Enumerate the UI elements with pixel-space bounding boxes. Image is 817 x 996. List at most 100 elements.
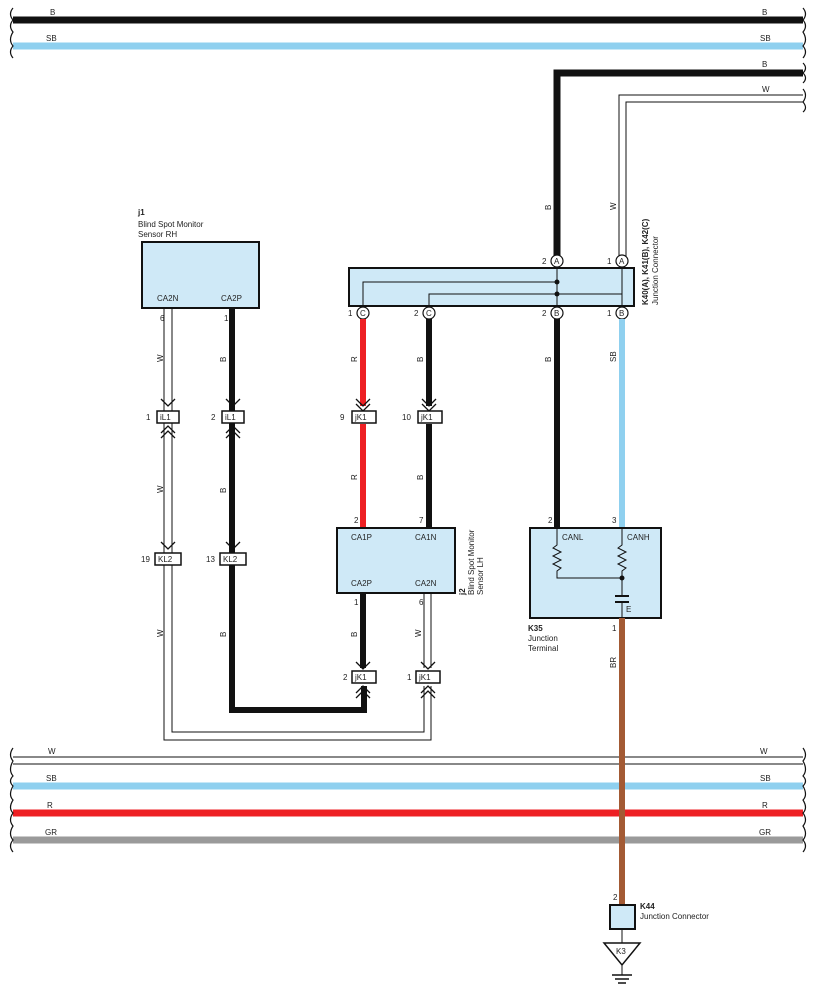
bus-break-left (9, 7, 14, 59)
can-feed-wires: B SB (544, 319, 625, 528)
svg-text:13: 13 (206, 555, 215, 564)
feed-break (802, 88, 807, 113)
junction-name: Junction Connector (651, 236, 660, 305)
bus-break-right (802, 7, 807, 59)
wire-label: R (350, 474, 359, 480)
svg-text:2: 2 (548, 516, 553, 525)
wire-label: B (219, 632, 228, 637)
svg-text:1: 1 (612, 624, 617, 633)
j1-pin-num: 6 (160, 314, 165, 323)
j2-sensor-lh: CA1P CA1N CA2P CA2N 2 7 1 6 j2 Blind Spo… (336, 516, 485, 607)
j2-name-line1: Blind Spot Monitor (467, 529, 476, 595)
svg-text:1: 1 (607, 309, 612, 318)
connector-kl2-left: KL2 19 (141, 541, 182, 566)
connector-kl2-right: KL2 13 (206, 541, 247, 566)
k35-name-line1: Junction (528, 634, 558, 643)
k35-junction-terminal: CANL CANH 2 3 E 1 K35 Junction Terminal (528, 516, 662, 653)
svg-text:jK1: jK1 (354, 413, 367, 422)
svg-text:6: 6 (419, 598, 424, 607)
wire-label: W (156, 629, 165, 637)
svg-text:7: 7 (419, 516, 424, 525)
j1-b-wire: B B B (219, 308, 367, 713)
svg-text:1: 1 (354, 598, 359, 607)
svg-text:1: 1 (407, 673, 412, 682)
j1-code: j1 (137, 208, 145, 217)
svg-text:CA1N: CA1N (415, 533, 437, 542)
svg-text:iL1: iL1 (225, 413, 236, 422)
junction-pin-circle (550, 254, 564, 268)
right-feeds: B W B W (544, 60, 807, 262)
svg-text:9: 9 (340, 413, 345, 422)
wire-label: B (544, 357, 553, 362)
connector-jk1-lower-left: jK1 2 (343, 661, 377, 699)
k35-code: K35 (528, 624, 543, 633)
k44-box (609, 904, 636, 930)
feed-w-outline-outer (618, 94, 803, 262)
j2-box (336, 527, 456, 594)
b-wire-ca1n: B B (416, 319, 432, 528)
j2-bottom-wires: B W (350, 593, 432, 668)
svg-text:iL1: iL1 (160, 413, 171, 422)
bus-break-right (802, 747, 807, 853)
bus-label: B (50, 8, 55, 17)
bus-label: SB (46, 34, 57, 43)
j1-w-wire: W W W (156, 308, 432, 741)
ground-triangle (602, 942, 642, 967)
svg-text:19: 19 (141, 555, 150, 564)
svg-text:1: 1 (348, 309, 353, 318)
wire-label: R (350, 356, 359, 362)
svg-text:B: B (619, 309, 624, 318)
svg-text:2: 2 (343, 673, 348, 682)
wire-label: B (416, 475, 425, 480)
svg-text:SB: SB (46, 774, 57, 783)
svg-text:W: W (760, 747, 768, 756)
j1-pin-num: 1 (224, 314, 229, 323)
connector-arrow (225, 398, 241, 407)
j1-sensor-rh: j1 Blind Spot Monitor Sensor RH CA2N CA2… (137, 208, 260, 323)
r-wire: R R (350, 319, 366, 528)
connector-arrow (160, 398, 176, 407)
j2-code: j2 (458, 588, 467, 596)
wire-label: W (414, 629, 423, 637)
svg-text:2: 2 (613, 893, 618, 902)
svg-text:CANL: CANL (562, 533, 584, 542)
wire-label: W (156, 354, 165, 362)
j1-pin-name: CA2P (221, 294, 242, 303)
junction-connector: C 1 C 2 B 2 B 1 A 2 A 1 K40(A), K41(B), … (348, 218, 660, 320)
svg-text:C: C (426, 309, 432, 318)
top-bus: B B SB SB (9, 7, 807, 59)
svg-text:CANH: CANH (627, 533, 650, 542)
svg-text:R: R (47, 801, 53, 810)
ground-k3: K3 (602, 942, 642, 984)
k44-junction-connector: 2 K44 Junction Connector (609, 893, 709, 943)
svg-text:K3: K3 (616, 947, 626, 956)
svg-text:CA2P: CA2P (351, 579, 372, 588)
svg-text:W: W (48, 747, 56, 756)
svg-text:1: 1 (607, 257, 612, 266)
svg-text:C: C (360, 309, 366, 318)
svg-text:A: A (554, 257, 560, 266)
connector-il1-right: iL1 2 (211, 410, 245, 439)
feed-b-wire (553, 69, 803, 262)
connector-jk1-upper-left: jK1 9 (340, 398, 377, 424)
svg-text:2: 2 (354, 516, 359, 525)
svg-text:1: 1 (146, 413, 151, 422)
junction-box (348, 267, 635, 307)
wire-label: W (609, 202, 618, 210)
wire-label: SB (609, 351, 618, 362)
j1-box (141, 241, 260, 309)
j1-name-line2: Sensor RH (138, 230, 177, 239)
svg-text:KL2: KL2 (223, 555, 238, 564)
svg-text:GR: GR (45, 828, 57, 837)
connector-jk1-lower-right: jK1 1 (407, 661, 441, 699)
svg-text:3: 3 (612, 516, 617, 525)
k35-name-line2: Terminal (528, 644, 558, 653)
svg-text:SB: SB (760, 774, 771, 783)
svg-text:CA1P: CA1P (351, 533, 372, 542)
svg-text:B: B (554, 309, 559, 318)
connector-il1-left: iL1 1 (146, 410, 180, 439)
j2-name-line2: Sensor LH (476, 557, 485, 595)
wire-label: B (350, 632, 359, 637)
feed-break (802, 62, 807, 84)
